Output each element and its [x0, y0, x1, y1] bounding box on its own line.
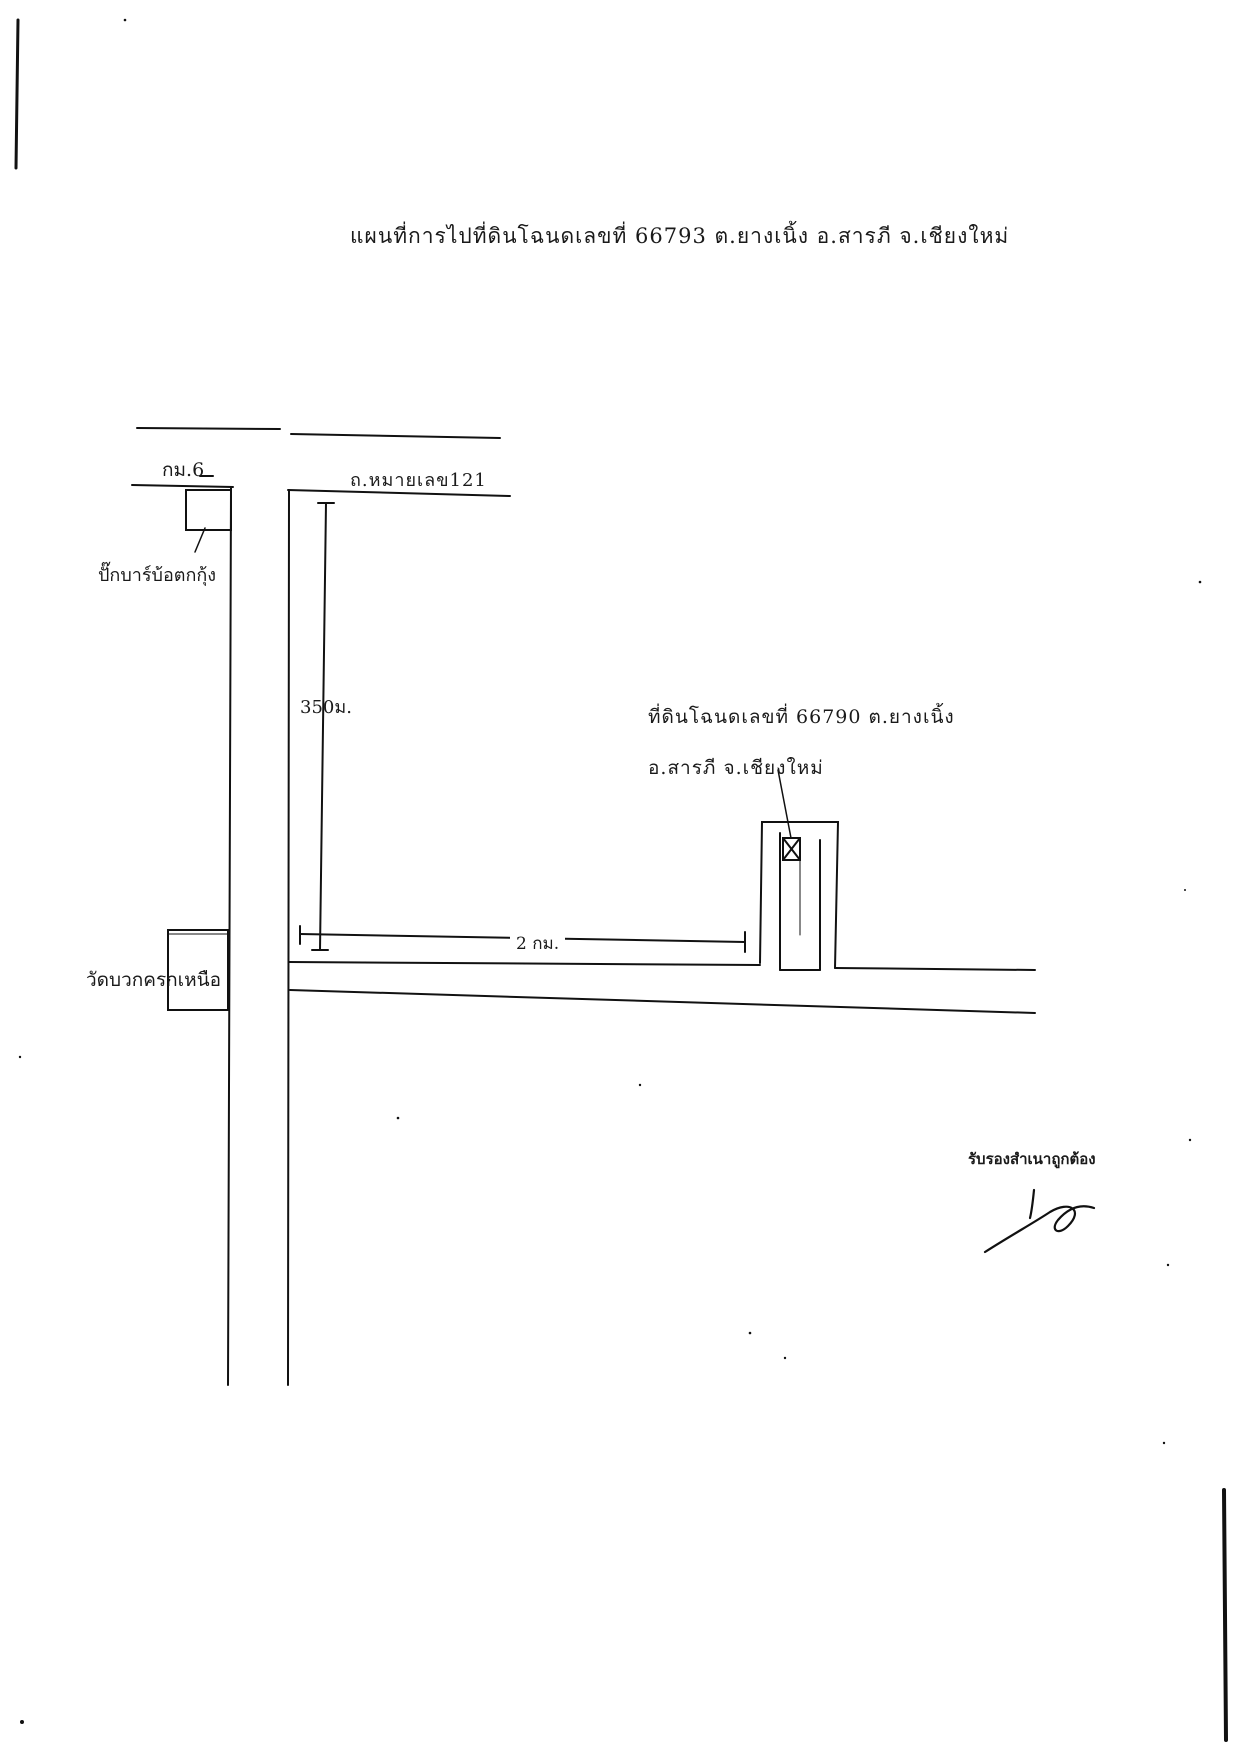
certified-copy-stamp: รับรองสำเนาถูกต้อง [968, 1150, 1096, 1168]
map-title: แผนที่การไปที่ดินโฉนดเลขที่ 66793 ต.ยางเ… [350, 224, 1010, 248]
shop-building [185, 489, 232, 553]
handwritten-signature [983, 1188, 1096, 1254]
parcel-label-line1: ที่ดินโฉนดเลขที่ 66790 ต.ยางเนิ้ง [648, 706, 955, 728]
parcel-leader-line [777, 769, 792, 839]
distance-2km-label: 2 กม. [510, 930, 566, 957]
parcel-label-line2: อ.สารภี จ.เชียงใหม่ [648, 757, 824, 779]
scan-edge-mark-right [1222, 1488, 1228, 1742]
distance-350m-label: 350ม. [300, 697, 352, 718]
highway-121-road [131, 427, 511, 497]
scan-speckles [18, 18, 1202, 1724]
shop-label: ปั๊กบาร์บ้อตกกุ้ง [98, 565, 217, 586]
land-parcel-marker [782, 837, 801, 861]
side-road-to-parcel [288, 961, 1036, 1014]
scan-edge-mark-left [14, 18, 20, 170]
km-marker-label: กม.6 [162, 459, 205, 481]
temple-building [167, 929, 229, 1011]
temple-label: วัดบวกครกเหนือ [86, 969, 222, 991]
distance-350m-indicator [311, 502, 335, 951]
parcel-lane [759, 821, 840, 971]
main-vertical-road [227, 487, 290, 1386]
highway-label: ถ.หมายเลข121 [350, 470, 487, 491]
